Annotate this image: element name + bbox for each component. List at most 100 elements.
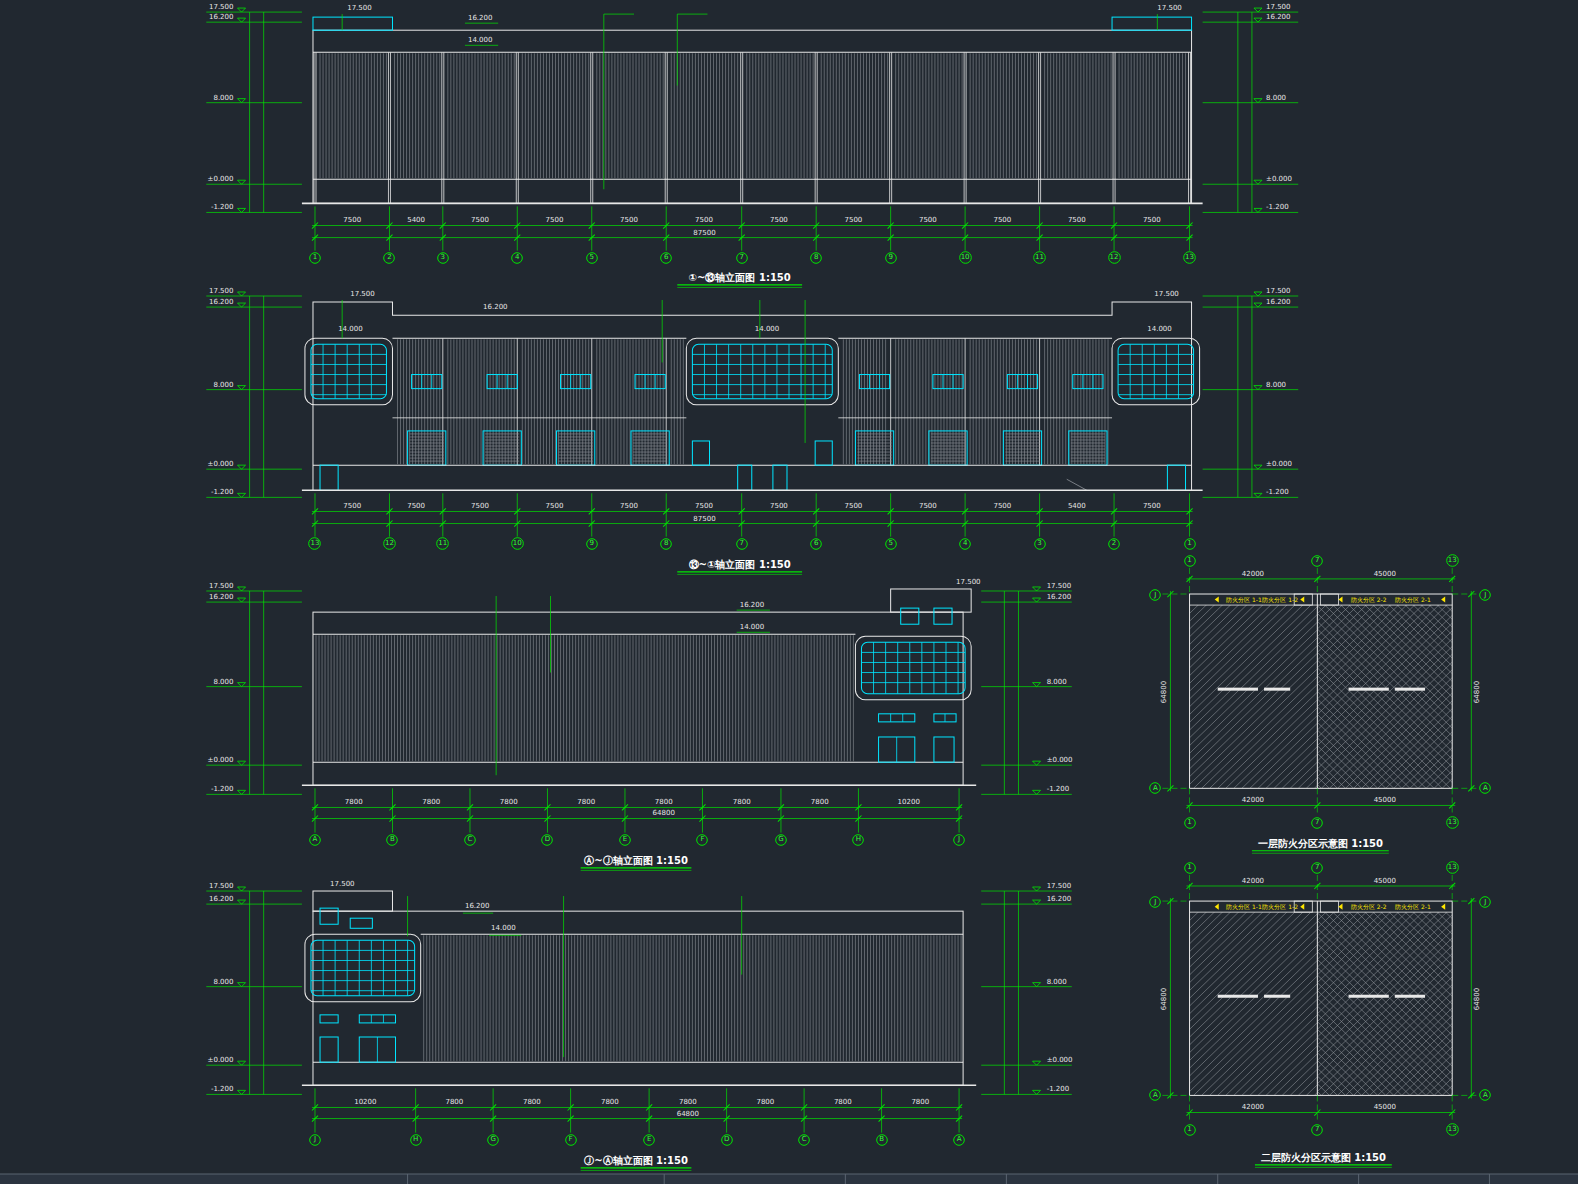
outline xyxy=(1007,375,1037,389)
line-work xyxy=(344,53,345,178)
axis-number: J xyxy=(1484,592,1486,599)
line-work xyxy=(879,935,880,1061)
line-work xyxy=(894,935,895,1061)
line-work xyxy=(508,935,509,1061)
line-work xyxy=(410,458,444,459)
axis-bubble: 13 xyxy=(1183,251,1196,264)
line-work xyxy=(854,53,855,178)
line-work xyxy=(481,935,482,1061)
hatch-line xyxy=(1282,912,1317,1095)
line-work xyxy=(773,935,774,1061)
line-work xyxy=(1251,12,1252,212)
outline xyxy=(305,934,421,1001)
level-symbol xyxy=(1254,465,1262,469)
line-work xyxy=(648,339,649,464)
line-work xyxy=(677,935,678,1061)
line-work xyxy=(884,53,885,178)
outline xyxy=(305,338,393,404)
line-work xyxy=(206,497,302,498)
line-work xyxy=(776,935,777,1061)
line-work xyxy=(496,935,497,1061)
line-work xyxy=(1189,788,1190,815)
line-work xyxy=(575,635,576,761)
dimension-text: 7500 xyxy=(343,217,361,224)
line-work xyxy=(973,339,974,464)
line-work xyxy=(206,794,302,795)
line-work xyxy=(633,458,667,459)
line-work xyxy=(313,52,1192,53)
dimension-text: 17.500 xyxy=(1266,4,1291,11)
line-work xyxy=(1452,594,1478,595)
hatch-line xyxy=(1190,912,1250,1095)
line-work xyxy=(543,53,544,178)
line-work xyxy=(737,632,770,633)
line-work xyxy=(863,53,864,178)
outline xyxy=(686,338,838,404)
line-work xyxy=(564,53,565,178)
line-work xyxy=(833,53,834,178)
bubble-outline xyxy=(384,252,395,263)
line-work xyxy=(377,53,378,178)
axis-bubble: 7 xyxy=(1311,1124,1323,1136)
line-work xyxy=(1092,375,1093,389)
line-work xyxy=(913,53,914,178)
line-work xyxy=(447,53,448,178)
dimension-text: 16.200 xyxy=(483,304,508,311)
line-work xyxy=(1182,53,1183,178)
line-work xyxy=(410,446,444,447)
line-work xyxy=(605,53,606,178)
level-symbol xyxy=(1033,1090,1041,1094)
line-work xyxy=(657,339,658,464)
line-work xyxy=(383,940,384,995)
line-work xyxy=(424,339,425,464)
line-work xyxy=(595,935,596,1061)
line-work xyxy=(397,635,398,761)
line-work xyxy=(478,935,479,1061)
axis-bubble: A xyxy=(1149,1089,1161,1101)
line-work xyxy=(838,338,1112,339)
hatch xyxy=(1190,912,1318,1095)
line-work xyxy=(813,53,814,178)
line-work xyxy=(451,635,452,761)
dimension-text: 7500 xyxy=(407,503,425,510)
line-work xyxy=(922,339,923,464)
line-work xyxy=(857,461,891,462)
bubble-outline xyxy=(1109,538,1120,549)
line-work xyxy=(1056,339,1057,464)
outline xyxy=(861,642,965,693)
line-work xyxy=(1252,850,1389,851)
line-work xyxy=(654,635,655,761)
line-work xyxy=(922,53,923,178)
hatch-line xyxy=(1234,912,1318,1095)
level-symbol xyxy=(238,493,246,497)
line-work xyxy=(858,339,859,464)
line-work xyxy=(471,53,472,178)
line-work xyxy=(493,935,494,1061)
dimension-text: ±0.000 xyxy=(208,461,234,468)
line-work xyxy=(827,53,828,178)
outline xyxy=(313,30,1192,203)
line-work xyxy=(311,970,415,971)
line-work xyxy=(410,439,444,440)
line-work xyxy=(599,339,600,464)
level-symbol xyxy=(238,99,246,103)
line-work xyxy=(1083,339,1084,464)
outline xyxy=(692,441,709,465)
axis-number: 9 xyxy=(888,254,892,261)
line-work xyxy=(1134,53,1135,178)
line-work xyxy=(801,935,802,1061)
line-work xyxy=(311,980,415,981)
line-work xyxy=(817,635,818,761)
line-work xyxy=(508,53,509,178)
line-work xyxy=(379,635,380,761)
axis-number: 1 xyxy=(313,254,317,261)
line-work xyxy=(633,455,667,456)
line-work xyxy=(731,53,732,178)
hatch-line xyxy=(1402,912,1452,1095)
line-work xyxy=(441,52,442,203)
line-work xyxy=(695,53,696,178)
line-work xyxy=(607,935,608,1061)
line-work xyxy=(981,891,1072,892)
line-work xyxy=(1203,102,1299,103)
axis-bubble: A xyxy=(1479,1089,1491,1101)
